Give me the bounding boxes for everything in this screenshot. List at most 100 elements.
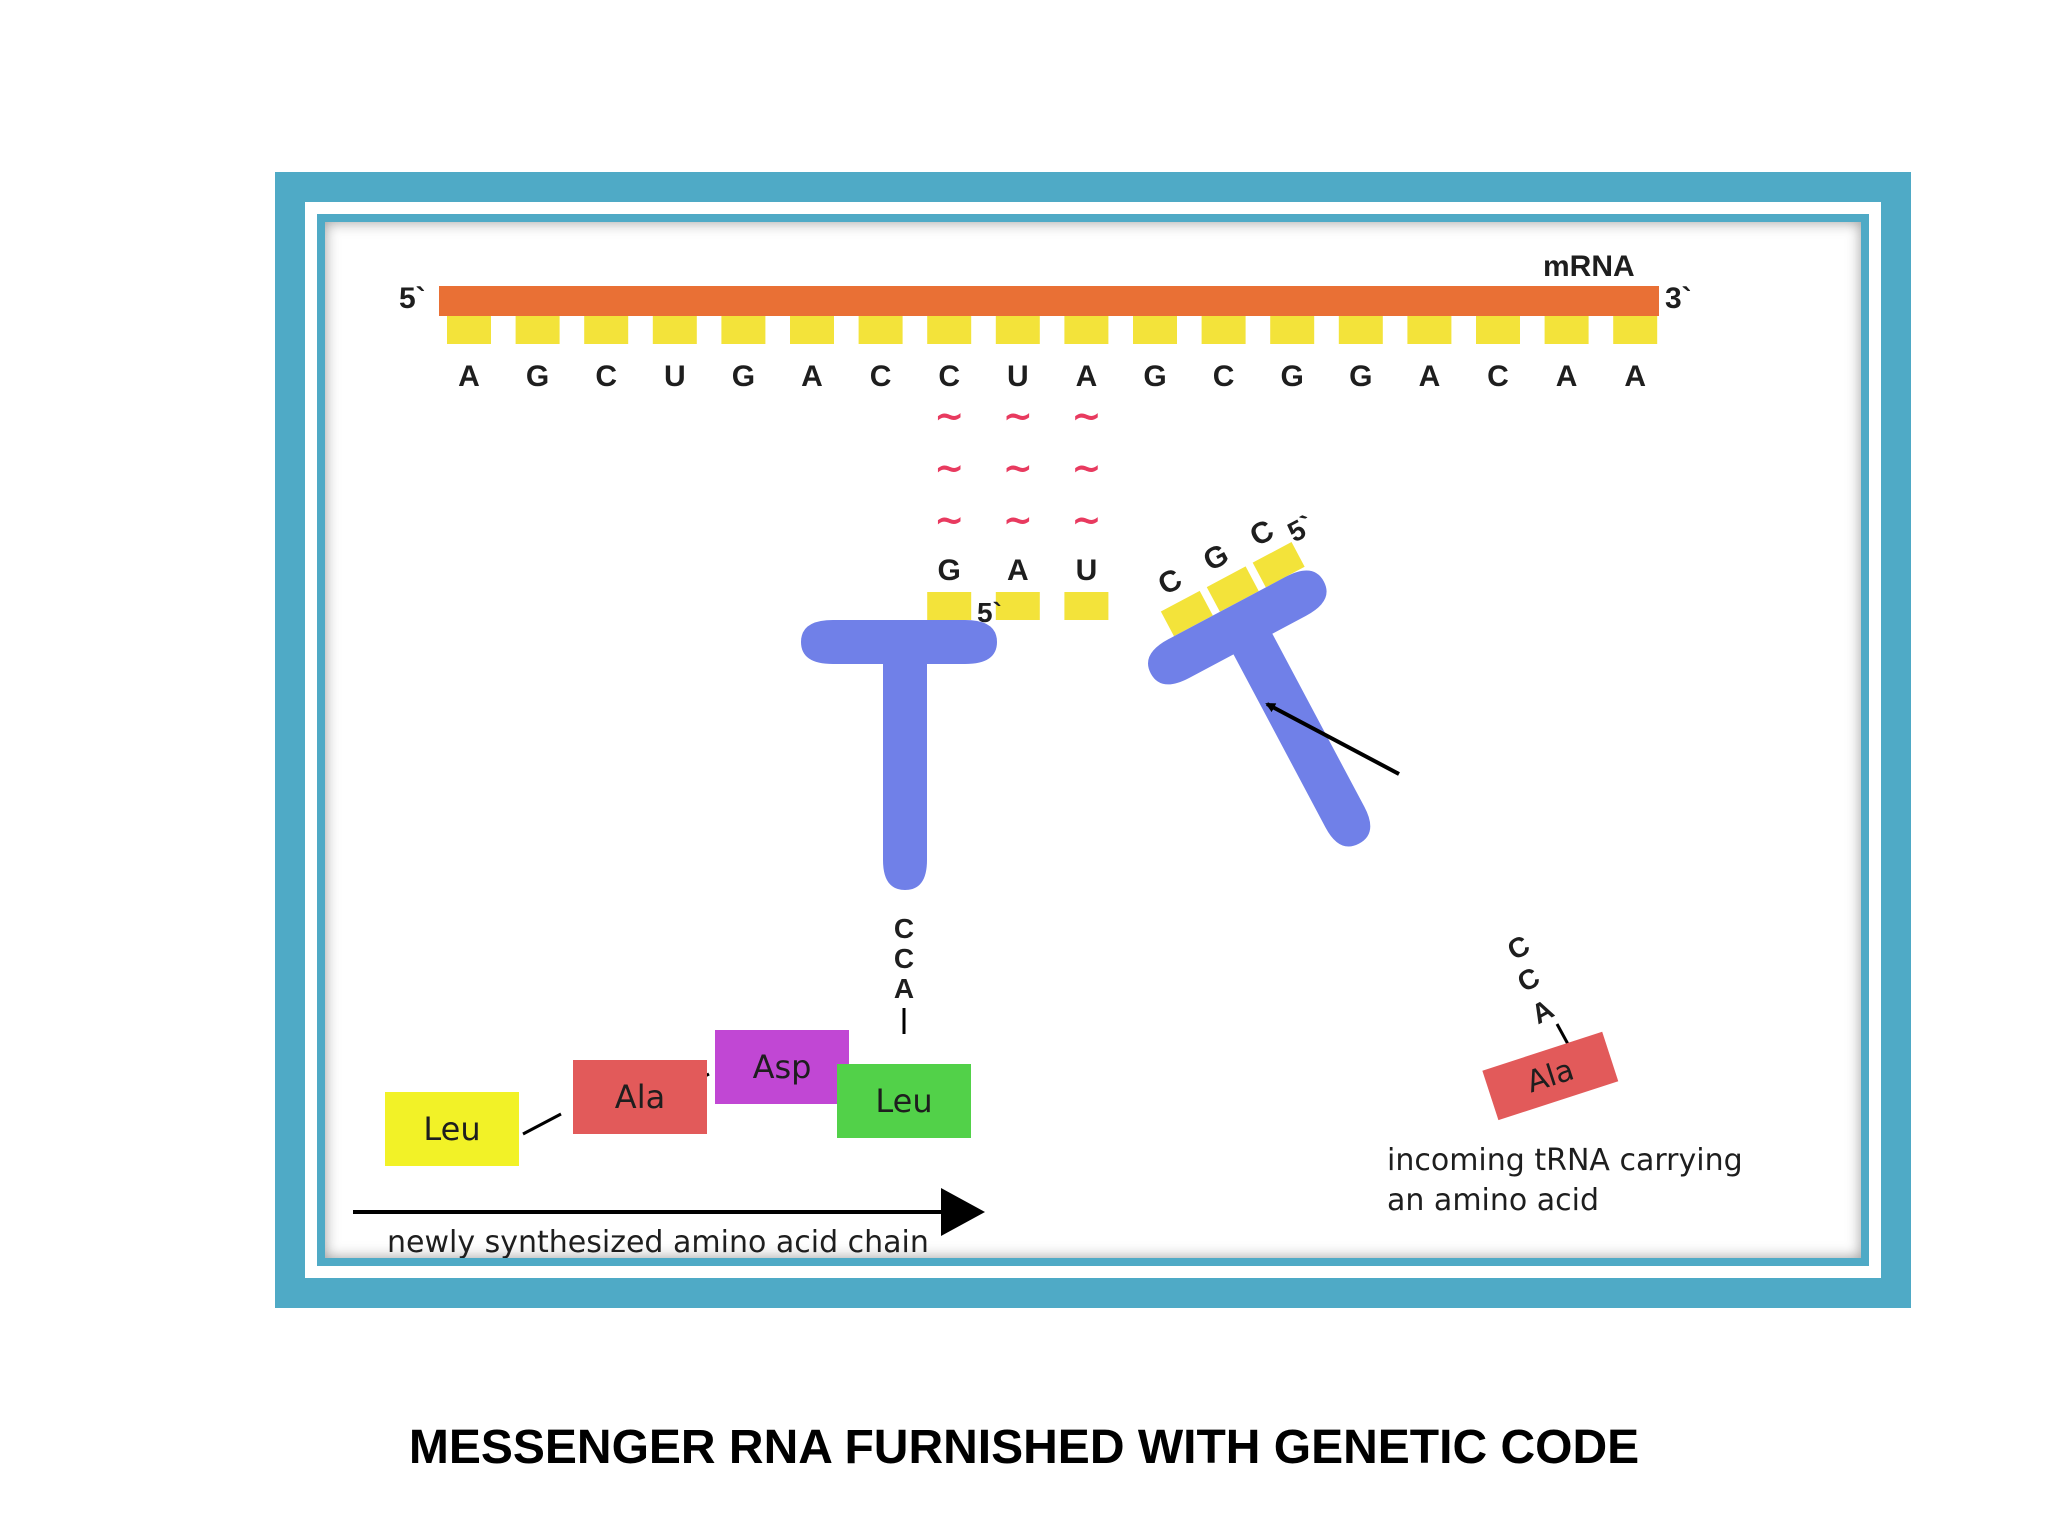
bound-anticodon-tick [1064,592,1109,620]
incoming-acceptor-letter: C [1512,961,1544,998]
mrna-base-tick [515,316,560,344]
chain-amino-acid-2-label: Ala [615,1078,665,1116]
chain-label: newly synthesized amino acid chain [387,1225,929,1258]
chain-amino-acid-1-label: Leu [423,1110,480,1148]
mrna-base-letter: G [732,360,755,393]
bound-anticodon-tick [927,592,972,620]
chain-amino-acid-1 [385,1092,519,1166]
pairing-tilde: ~ [1003,500,1033,541]
mrna-base-tick [1201,316,1246,344]
mrna-base-letter: G [1349,360,1372,393]
incoming-trna-five-prime-label: 5` [1282,509,1319,548]
incoming-anticodon-letter: C [1153,563,1188,602]
mrna-base-letter: C [595,360,617,393]
chain-amino-acid-4-label: Leu [875,1082,932,1120]
chain-direction-arrowhead [941,1188,985,1236]
mrna-base-letter: A [801,360,823,393]
incoming-trna: CGC 5` CCA Ala [1148,509,1619,1121]
mrna-three-prime-label: 3` [1665,282,1692,315]
pairing-tilde: ~ [934,396,964,437]
pairing-tilde: ~ [934,448,964,489]
bound-acceptor-letter: C [894,943,914,974]
amino-acid-chain: Leu Ala Asp Leu [385,1030,971,1166]
pairing-tilde: ~ [1003,396,1033,437]
pairing-tilde: ~ [1071,500,1101,541]
bound-trna-body [801,620,997,890]
incoming-amino-acid: Ala [1482,1031,1619,1121]
mrna-base-tick [858,316,903,344]
chain-amino-acid-4 [837,1064,971,1138]
mrna-base-letter: A [1076,360,1098,393]
pairing-tilde: ~ [1071,396,1101,437]
mrna-base-letter: G [1281,360,1304,393]
bound-anticodon-letter: A [1007,554,1029,587]
incoming-anticodon-letter: C [1245,514,1280,553]
mrna-label: mRNA [1543,250,1635,283]
incoming-label-line-2: an amino acid [1387,1183,1599,1218]
mrna-base-tick [1476,316,1520,344]
mrna-base-letter: C [938,360,960,393]
mrna-base-tick [1064,316,1109,344]
mrna-base-tick [927,316,972,344]
incoming-anticodon-tick [1160,590,1213,637]
incoming-trna-body [1148,570,1371,847]
bound-anticodon-tick [995,592,1040,620]
mrna-base-letter: C [1487,360,1509,393]
mrna-base-tick [1270,316,1315,344]
bound-anticodon-letter: U [1076,554,1098,587]
incoming-acceptor-letter: C [1502,929,1534,966]
mrna-base-letter: C [870,360,892,393]
bound-acceptor-letter: A [894,973,914,1004]
pairing-tilde: ~ [1003,448,1033,489]
chain-amino-acid-3 [715,1030,849,1104]
mrna-base-letter: U [664,360,686,393]
incoming-label-line-1: incoming tRNA carrying [1387,1143,1743,1178]
incoming-amino-acid-box [1482,1031,1619,1121]
incoming-direction-arrow [1265,702,1400,776]
mrna-base-tick [652,316,697,344]
peptide-bond-1 [522,1112,562,1136]
mrna-base-letter: C [1213,360,1235,393]
mrna-base-tick [1544,316,1589,344]
mrna-base-tick [584,316,629,344]
base-pairing: ~ ~ ~ ~ ~ ~ ~ ~ ~ [934,396,1101,541]
pairing-tilde: ~ [1071,448,1101,489]
mrna-base-letter: A [1556,360,1578,393]
incoming-anticodon-tick [1206,566,1259,612]
mrna-base-letter: A [458,360,480,393]
mrna-base-tick [447,316,491,344]
incoming-trna-linker [1555,1023,1571,1047]
mrna-base-tick [721,316,766,344]
mrna-base-letter: A [1419,360,1441,393]
bound-anticodon-letter: G [938,554,961,587]
pairing-tilde: ~ [934,500,964,541]
mrna-five-prime-label: 5` [399,282,426,315]
chain-amino-acid-3-label: Asp [753,1048,812,1086]
mrna-base-letter: A [1624,360,1646,393]
bound-acceptor-letter: C [894,913,914,944]
mrna-strand [439,286,1659,316]
chain-amino-acid-2 [573,1060,707,1134]
incoming-trna-acceptor: CCA [1502,929,1558,1030]
incoming-anticodon-tick [1252,542,1305,588]
mrna-base-tick [1338,316,1383,344]
mrna-base-tick [995,316,1040,344]
mrna-base-tick [1133,316,1177,344]
incoming-anticodon-letter: G [1198,538,1234,578]
figure-caption: MESSENGER RNA FURNISHED WITH GENETIC COD… [408,1421,1640,1474]
mrna-base-letter: G [1143,360,1166,393]
mrna-base-letter: U [1007,360,1029,393]
mrna-base-tick [1613,316,1658,344]
incoming-acceptor-letter: A [1526,993,1558,1030]
bound-trna-acceptor: CCA [894,913,914,1004]
mrna-base-tick [1407,316,1452,344]
mrna-base-letter: G [526,360,549,393]
